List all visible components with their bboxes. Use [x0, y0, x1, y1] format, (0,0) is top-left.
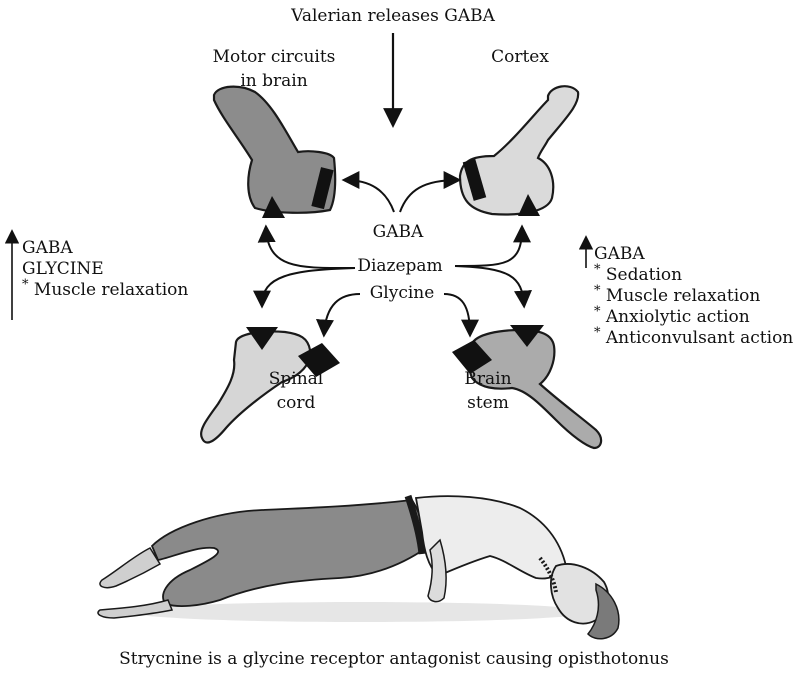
diazepam-arrow-up-right	[455, 228, 522, 266]
gaba-arrow-right	[400, 180, 458, 212]
right-effect-item: GABA	[594, 244, 793, 265]
left-effect-item-starred: * Muscle relaxation	[22, 280, 188, 301]
right-effect-item-starred: * Muscle relaxation	[594, 286, 793, 307]
brainstem-label-line1: Brain	[464, 369, 511, 389]
spinal-label-line1: Spinal	[269, 369, 324, 389]
gaba-arrow-left	[345, 180, 394, 212]
diazepam-label: Diazepam	[357, 256, 442, 276]
right-effect-item-starred: * Anxiolytic action	[594, 307, 793, 328]
left-effect-item: GABA	[22, 238, 188, 259]
right-effect-item-starred: * Sedation	[594, 265, 793, 286]
right-effect-item-starred: * Anticonvulsant action	[594, 328, 793, 349]
valerian-label: Valerian releases GABA	[291, 6, 495, 26]
gaba-center-label: GABA	[373, 222, 424, 242]
glycine-label: Glycine	[370, 283, 435, 303]
motor-circuits-label-line1: Motor circuits	[213, 47, 336, 67]
spinal-label-line2: cord	[277, 393, 316, 413]
motor-circuits-label-line2: in brain	[240, 71, 307, 91]
glycine-arrow-right	[444, 294, 470, 334]
left-effect-item: GLYCINE	[22, 259, 188, 280]
cortex-label: Cortex	[491, 47, 549, 67]
diazepam-arrow-down-right	[455, 266, 524, 305]
right-effects-list: GABA * Sedation * Muscle relaxation * An…	[594, 244, 793, 349]
brainstem-label-line2: stem	[467, 393, 509, 413]
left-effects-list: GABA GLYCINE * Muscle relaxation	[22, 238, 188, 301]
caption: Strycnine is a glycine receptor antagoni…	[119, 649, 669, 669]
glycine-arrow-left	[324, 294, 360, 334]
diazepam-arrow-up-left	[266, 228, 355, 268]
motor-neuron-icon	[214, 87, 335, 218]
person-icon	[98, 496, 619, 639]
cortex-neuron-icon	[460, 86, 578, 216]
